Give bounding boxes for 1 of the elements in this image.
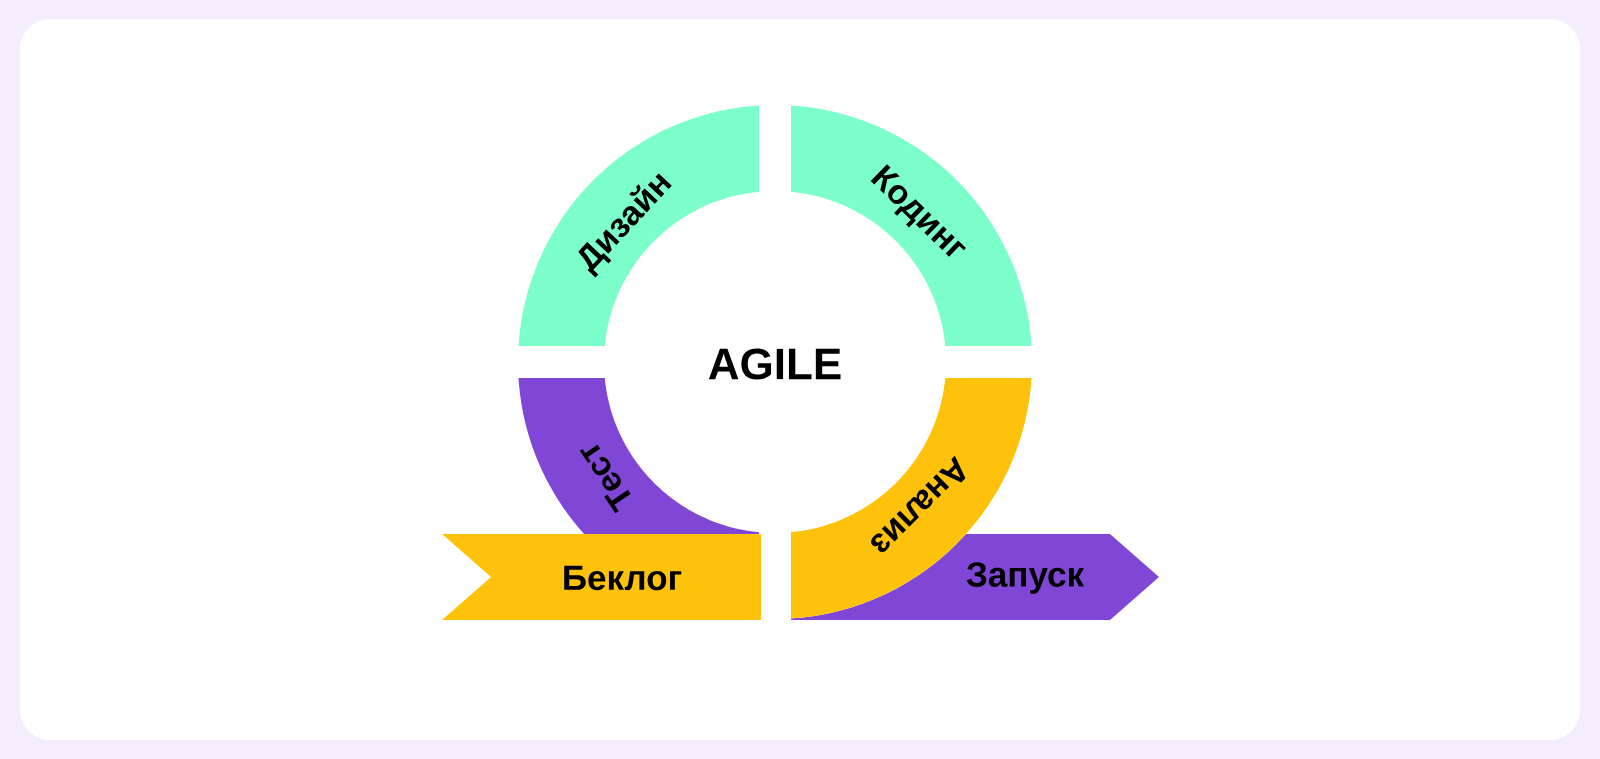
title: AGILE — [708, 348, 841, 380]
